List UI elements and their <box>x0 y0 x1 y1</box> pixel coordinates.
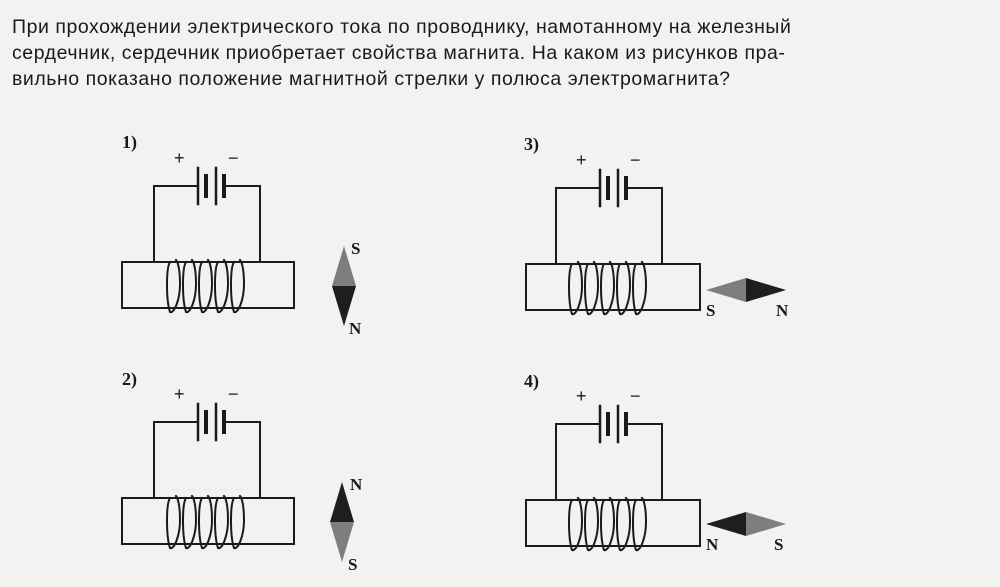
figure-1-coil <box>166 258 246 314</box>
figure-3-number: 3) <box>524 134 539 155</box>
figure-4-minus-sign: − <box>630 386 641 406</box>
figure-1-magnetic-needle <box>332 246 356 326</box>
figure-4-needle-right-half <box>746 512 786 536</box>
figure-1-circuit <box>153 166 261 263</box>
figure-1-needle-bottom-half <box>332 286 356 326</box>
figure-2-minus-sign: − <box>228 384 239 404</box>
figure-2-magnetic-needle <box>330 482 354 562</box>
figure-4-core <box>525 499 701 547</box>
figure-1-plus-sign: + <box>174 148 185 168</box>
figure-3-coil <box>568 260 648 316</box>
question-line-3: вильно показано положение магнитной стре… <box>12 68 731 90</box>
figure-3-magnetic-needle <box>706 278 786 302</box>
figure-4-coil <box>568 496 648 552</box>
figure-2-plus-sign: + <box>174 384 185 404</box>
figure-2-needle-top-half <box>330 482 354 522</box>
figure-1-top-pole-label: S <box>351 239 360 258</box>
figure-1-bottom-pole-label: N <box>349 319 362 338</box>
figure-2-top-pole-label: N <box>350 475 363 494</box>
figure-3: 3) + − S N <box>524 134 789 320</box>
figure-4-right-pole-label: S <box>774 535 783 554</box>
question-line-2: сердечник, сердечник приобретает свойств… <box>12 42 786 64</box>
figure-4-plus-sign: + <box>576 386 587 406</box>
figure-4-magnetic-needle <box>706 512 786 536</box>
figure-1-number: 1) <box>122 132 137 153</box>
figure-2: 2) + − N S <box>121 369 363 574</box>
figure-1: 1) + − S N <box>121 132 362 338</box>
figure-4: 4) + − N S <box>524 371 786 554</box>
figure-4-number: 4) <box>524 371 539 392</box>
figure-3-minus-sign: − <box>630 150 641 170</box>
figure-3-needle-left-half <box>706 278 746 302</box>
figure-3-right-pole-label: N <box>776 301 789 320</box>
figure-2-core <box>121 497 295 545</box>
question-text: При прохождении электрического тока по п… <box>12 14 988 92</box>
figure-3-needle-right-half <box>746 278 786 302</box>
figure-4-left-pole-label: N <box>706 535 719 554</box>
figure-1-minus-sign: − <box>228 148 239 168</box>
figure-3-plus-sign: + <box>576 150 587 170</box>
figure-2-bottom-pole-label: S <box>348 555 357 574</box>
question-line-1: При прохождении электрического тока по п… <box>12 16 792 38</box>
figure-4-needle-left-half <box>706 512 746 536</box>
figure-3-circuit <box>555 168 663 265</box>
figure-2-number: 2) <box>122 369 137 390</box>
figure-2-coil <box>166 494 246 550</box>
figure-1-core <box>121 261 295 309</box>
figure-4-circuit <box>555 404 663 501</box>
figure-3-left-pole-label: S <box>706 301 715 320</box>
figure-1-needle-top-half <box>332 246 356 286</box>
figure-3-core <box>525 263 701 311</box>
figure-2-circuit <box>153 402 261 499</box>
figure-2-needle-bottom-half <box>330 522 354 562</box>
